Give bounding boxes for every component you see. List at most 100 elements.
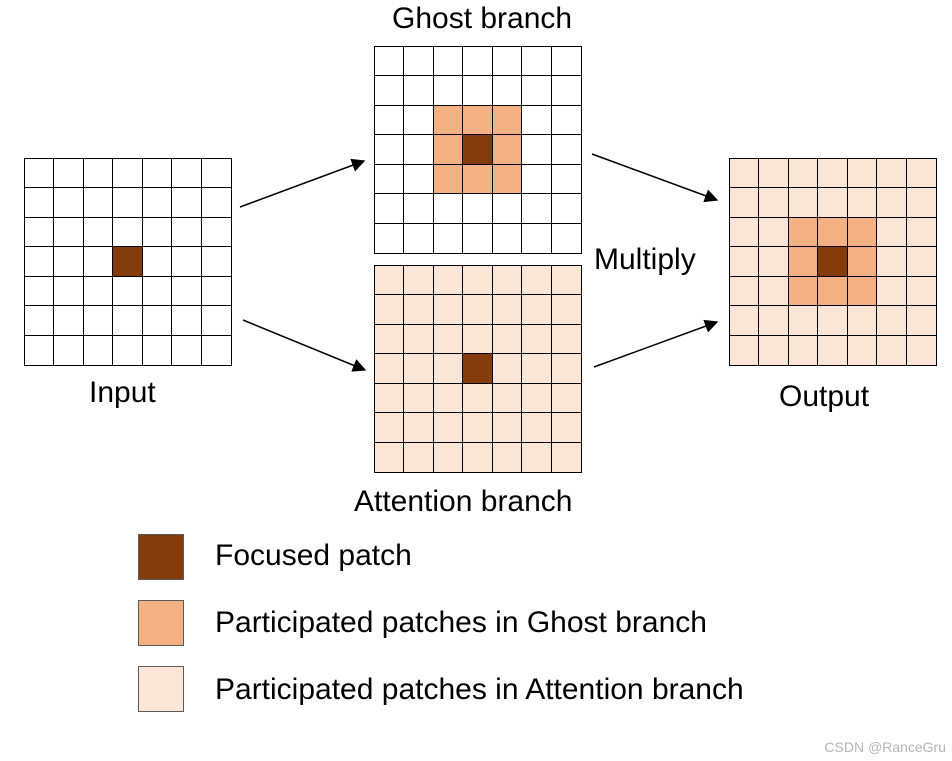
output-cell-attention-patch bbox=[906, 188, 936, 218]
output-cell-attention-patch bbox=[906, 159, 936, 189]
input-cell-empty bbox=[113, 159, 143, 189]
output-cell-attention-patch bbox=[759, 188, 789, 218]
attention-cell-attention-patch bbox=[522, 354, 552, 384]
ghost-cell-empty bbox=[492, 223, 523, 253]
attention-cell-attention-patch bbox=[492, 295, 523, 325]
attention-cell-attention-patch bbox=[492, 266, 523, 296]
ghost-cell-empty bbox=[463, 194, 493, 224]
input-cell-focused-patch bbox=[113, 247, 143, 277]
input-cell-empty bbox=[172, 335, 202, 365]
attention-cell-attention-patch bbox=[404, 324, 434, 355]
attention-cell-attention-patch bbox=[404, 383, 434, 414]
attention-cell-attention-patch bbox=[463, 266, 493, 296]
ghost-cell-empty bbox=[463, 47, 493, 77]
ghost-branch-grid bbox=[374, 46, 582, 254]
input-cell-empty bbox=[54, 335, 84, 365]
output-grid bbox=[729, 158, 937, 366]
output-cell-attention-patch bbox=[847, 335, 878, 365]
input-cell-empty bbox=[113, 276, 143, 307]
output-cell-attention-patch bbox=[788, 335, 819, 365]
output-cell-attention-patch bbox=[730, 306, 760, 336]
attention-cell-attention-patch bbox=[375, 413, 405, 443]
ghost-cell-empty bbox=[404, 76, 434, 106]
input-cell-empty bbox=[83, 306, 114, 336]
output-cell-attention-patch bbox=[906, 335, 936, 365]
attention-cell-attention-patch bbox=[404, 266, 434, 296]
output-cell-attention-patch bbox=[877, 188, 907, 218]
input-grid bbox=[24, 158, 232, 366]
output-cell-attention-patch bbox=[730, 276, 760, 307]
legend-text-attention: Participated patches in Attention branch bbox=[215, 673, 744, 706]
arrow-attention-to-output bbox=[593, 319, 719, 368]
output-cell-attention-patch bbox=[877, 306, 907, 336]
ghost-cell-empty bbox=[522, 76, 552, 106]
output-cell-attention-patch bbox=[877, 276, 907, 307]
input-cell-empty bbox=[54, 217, 84, 248]
ghost-cell-empty bbox=[404, 194, 434, 224]
ghost-cell-empty bbox=[433, 223, 464, 253]
legend-swatch-ghost bbox=[138, 600, 184, 646]
attention-cell-attention-patch bbox=[522, 324, 552, 355]
output-cell-attention-patch bbox=[818, 188, 848, 218]
input-label: Input bbox=[89, 376, 156, 409]
input-cell-empty bbox=[113, 335, 143, 365]
output-cell-attention-patch bbox=[730, 188, 760, 218]
output-cell-ghost-patch bbox=[847, 217, 878, 248]
output-cell-attention-patch bbox=[759, 276, 789, 307]
ghost-cell-empty bbox=[463, 223, 493, 253]
ghost-cell-empty bbox=[551, 105, 581, 136]
input-cell-empty bbox=[113, 306, 143, 336]
input-cell-empty bbox=[172, 159, 202, 189]
ghost-cell-empty bbox=[522, 194, 552, 224]
ghost-cell-empty bbox=[492, 76, 523, 106]
attention-cell-attention-patch bbox=[463, 413, 493, 443]
input-cell-empty bbox=[25, 276, 55, 307]
input-cell-empty bbox=[25, 335, 55, 365]
input-cell-empty bbox=[172, 217, 202, 248]
input-cell-empty bbox=[113, 188, 143, 218]
ghost-cell-empty bbox=[551, 135, 581, 165]
input-cell-empty bbox=[83, 217, 114, 248]
arrow-input-to-ghost bbox=[239, 158, 366, 208]
input-cell-empty bbox=[201, 188, 231, 218]
output-cell-attention-patch bbox=[788, 159, 819, 189]
attention-cell-attention-patch bbox=[551, 295, 581, 325]
input-cell-empty bbox=[172, 188, 202, 218]
ghost-cell-empty bbox=[463, 76, 493, 106]
input-cell-empty bbox=[83, 335, 114, 365]
ghost-cell-empty bbox=[492, 47, 523, 77]
input-cell-empty bbox=[172, 306, 202, 336]
ghost-branch-label: Ghost branch bbox=[392, 2, 573, 35]
ghost-cell-empty bbox=[375, 105, 405, 136]
attention-cell-attention-patch bbox=[375, 266, 405, 296]
ghost-cell-empty bbox=[522, 223, 552, 253]
attention-cell-attention-patch bbox=[375, 383, 405, 414]
ghost-cell-empty bbox=[404, 164, 434, 195]
arrow-ghost-to-output bbox=[591, 153, 719, 203]
ghost-cell-ghost-patch bbox=[463, 105, 493, 136]
attention-cell-attention-patch bbox=[551, 413, 581, 443]
attention-cell-attention-patch bbox=[463, 324, 493, 355]
output-cell-attention-patch bbox=[847, 306, 878, 336]
output-cell-attention-patch bbox=[906, 217, 936, 248]
attention-cell-attention-patch bbox=[492, 324, 523, 355]
input-cell-empty bbox=[142, 159, 173, 189]
output-cell-attention-patch bbox=[730, 335, 760, 365]
legend-swatch-attention bbox=[138, 666, 184, 712]
output-cell-attention-patch bbox=[818, 306, 848, 336]
output-label: Output bbox=[779, 380, 870, 413]
attention-cell-attention-patch bbox=[375, 295, 405, 325]
ghost-cell-empty bbox=[433, 194, 464, 224]
ghost-cell-empty bbox=[522, 135, 552, 165]
output-cell-ghost-patch bbox=[788, 276, 819, 307]
attention-cell-attention-patch bbox=[522, 266, 552, 296]
attention-cell-attention-patch bbox=[492, 383, 523, 414]
input-cell-empty bbox=[25, 306, 55, 336]
attention-cell-attention-patch bbox=[375, 442, 405, 472]
output-cell-attention-patch bbox=[759, 217, 789, 248]
output-cell-attention-patch bbox=[759, 306, 789, 336]
input-cell-empty bbox=[201, 217, 231, 248]
output-cell-focused-patch bbox=[818, 247, 848, 277]
legend-text-focused: Focused patch bbox=[215, 539, 412, 572]
